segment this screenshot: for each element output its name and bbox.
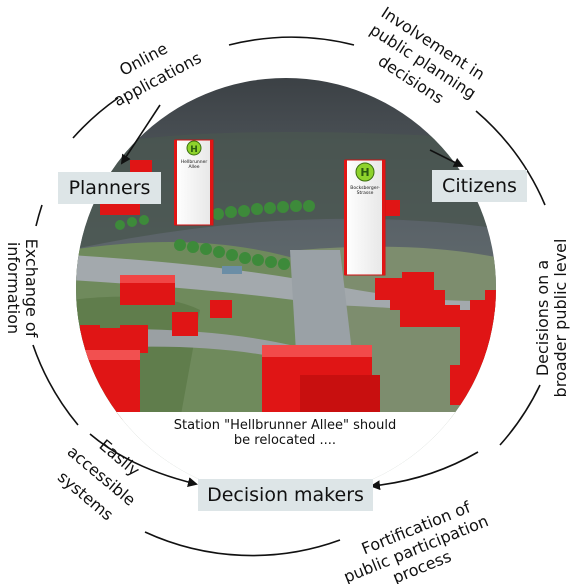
cycle-arrows	[32, 36, 546, 557]
sign-left-symbol: H	[190, 145, 198, 155]
label-involvement: Involvement in public planning decisions	[366, 3, 488, 108]
decisions-broader-line2: broader public level	[551, 239, 570, 398]
bus-stop-sign-left: H Hellbrunner Allee	[174, 139, 214, 226]
sign-right-name-line2: Strasse	[357, 190, 374, 196]
decisions-broader-line1: Decisions on a	[533, 260, 552, 376]
arc-left-upper	[35, 204, 43, 227]
arc-top	[228, 36, 355, 46]
label-exchange: Exchange of information	[4, 239, 41, 338]
sign-left-name-line2: Allee	[188, 164, 199, 170]
citizens-box: Citizens	[432, 170, 527, 202]
label-decisions-broader: Decisions on a broader public level	[533, 239, 570, 398]
arc-bottom	[144, 531, 341, 557]
sign-left-name-line1: Hellbrunner	[181, 159, 208, 165]
arc-left-lower	[32, 344, 79, 426]
decision-makers-box: Decision makers	[198, 479, 373, 511]
label-online-applications: Online applications	[110, 39, 204, 111]
bus	[222, 266, 242, 274]
planners-box: Planners	[58, 172, 161, 204]
arrow-left-to-decision-makers	[89, 433, 198, 487]
scene-caption: Station "Hellbrunner Allee" should be re…	[140, 418, 430, 448]
caption-line2: be relocated ....	[233, 433, 337, 448]
sign-right-name-line1: Bocksberger-	[350, 185, 380, 191]
exchange-line1: Exchange of	[22, 239, 41, 338]
label-easily-accessible: Easily accessible systems	[54, 436, 143, 525]
arc-right-lower	[499, 384, 541, 446]
sign-right-symbol: H	[360, 166, 369, 179]
arrow-right-to-decision-makers	[370, 451, 479, 491]
arc-top-right	[475, 110, 546, 206]
arrow-to-planners	[120, 104, 161, 165]
buildings-center	[262, 345, 380, 420]
bus-stop-sign-right: H Bocksberger- Strasse	[344, 159, 386, 276]
arrow-to-citizens	[429, 149, 464, 167]
arc-top-left	[72, 97, 119, 139]
caption-line1: Station "Hellbrunner Allee" should	[173, 418, 397, 433]
exchange-line2: information	[4, 242, 23, 334]
